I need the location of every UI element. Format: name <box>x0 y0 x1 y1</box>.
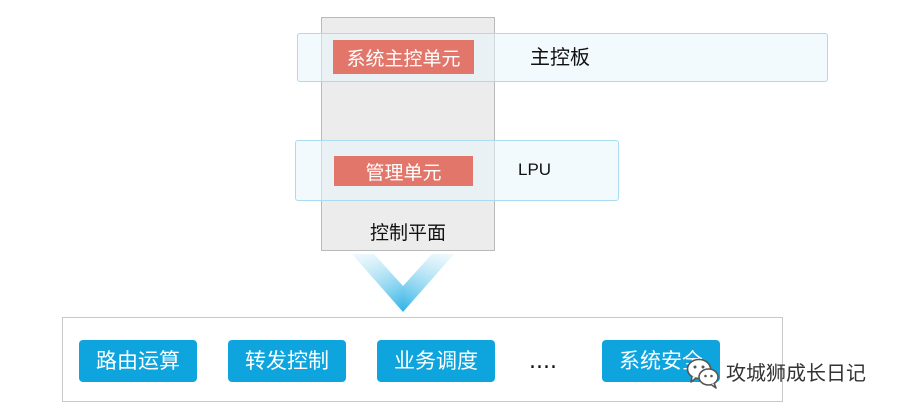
wechat-icon <box>686 358 719 389</box>
control-plane-label: 控制平面 <box>369 222 446 244</box>
watermark-text: 攻城狮成长日记 <box>726 361 866 385</box>
function-forwarding-control: 转发控制 <box>228 340 346 382</box>
function-service-scheduling: 业务调度 <box>377 340 495 382</box>
lpu-label: LPU <box>518 160 552 179</box>
down-arrow-icon <box>352 254 454 312</box>
main-board-label: 主控板 <box>530 45 590 69</box>
function-routing-compute: 路由运算 <box>79 340 197 382</box>
more-functions-ellipsis: .... <box>529 349 557 374</box>
system-main-control-unit: 系统主控单元 <box>333 40 474 74</box>
management-unit: 管理单元 <box>334 156 473 186</box>
